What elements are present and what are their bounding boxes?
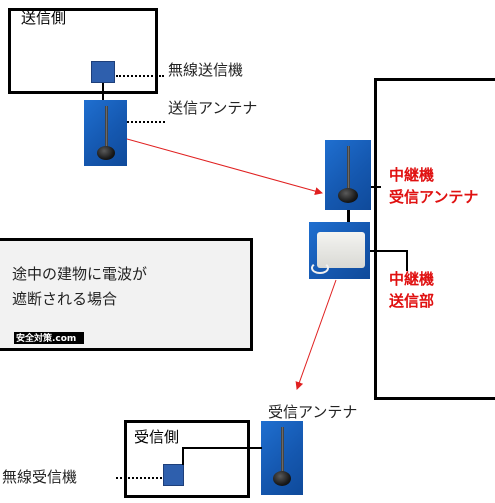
transmit-antenna-label: 送信アンテナ [168,99,258,117]
repeater-device-connector [370,250,408,252]
receiver-cable-vertical [182,447,184,465]
repeater-building-box [374,78,495,400]
transmit-antenna-leader-line [127,121,165,123]
receiver-device-icon [163,464,184,486]
repeater-antenna-photo [325,140,371,210]
transmitter-leader-line [116,75,164,77]
repeater-label-2: 中継機 [389,270,435,288]
site-logo-text: 安全対策.com [16,334,77,344]
repeater-transmit-unit-label: 送信部 [389,292,435,310]
receiver-side-label: 受信側 [134,428,180,446]
transmitter-antenna-cable [102,83,104,101]
obstacle-text-line2: 遮断される場合 [12,290,118,308]
transmitter-device-icon [91,61,115,83]
site-logo: 安全対策.com [14,332,84,344]
receiver-leader-line [116,477,162,479]
transmit-antenna-photo [84,100,127,166]
wireless-receiver-label: 無線受信機 [2,468,78,486]
repeater-antenna-cable [347,210,350,224]
sender-side-label: 送信側 [21,9,67,27]
receiver-side-box [124,420,250,498]
repeater-device-connector-vertical [406,250,408,271]
obstacle-text-line1: 途中の建物に電波が [12,265,148,283]
receive-antenna-photo [261,421,303,495]
wireless-transmitter-label: 無線送信機 [168,61,244,79]
repeater-antenna-connector [371,186,381,188]
receiver-cable-horizontal [182,447,262,449]
repeater-receive-antenna-label: 受信アンテナ [389,188,479,206]
signal-arrow-to-repeater [126,138,323,195]
sender-side-box [8,8,158,94]
repeater-label-1: 中継機 [389,166,435,184]
signal-arrow-to-receiver [295,279,337,390]
receive-antenna-label: 受信アンテナ [268,403,358,421]
repeater-device-photo [309,222,370,279]
